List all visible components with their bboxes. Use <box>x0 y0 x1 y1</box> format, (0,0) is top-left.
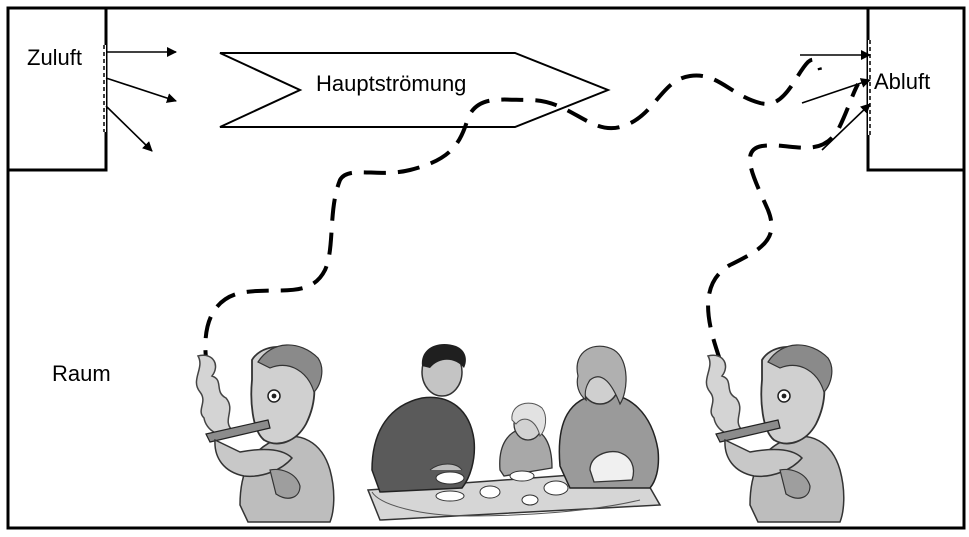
exhaust-air-label: Abluft <box>874 69 931 94</box>
supply-arrows <box>105 47 177 152</box>
family-table-image <box>366 344 662 521</box>
room-label: Raum <box>52 361 111 386</box>
main-flow-label: Hauptströmung <box>316 71 467 96</box>
main-flow-arrow <box>219 52 611 128</box>
supply-arrow-3 <box>105 105 153 152</box>
smoke-path-left <box>203 57 822 373</box>
smoker-right-image <box>705 344 845 523</box>
smoker-left-image <box>195 344 335 523</box>
exhaust-arrows <box>800 50 871 151</box>
supply-arrow-2 <box>105 77 177 103</box>
exhaust-air-box <box>866 6 966 172</box>
supply-air-box <box>6 6 108 172</box>
supply-air-label: Zuluft <box>27 45 83 70</box>
smoke-paths <box>203 57 860 373</box>
smoke-path-right <box>706 83 860 361</box>
room-outline <box>6 6 966 530</box>
exhaust-arrow-2 <box>801 78 871 104</box>
